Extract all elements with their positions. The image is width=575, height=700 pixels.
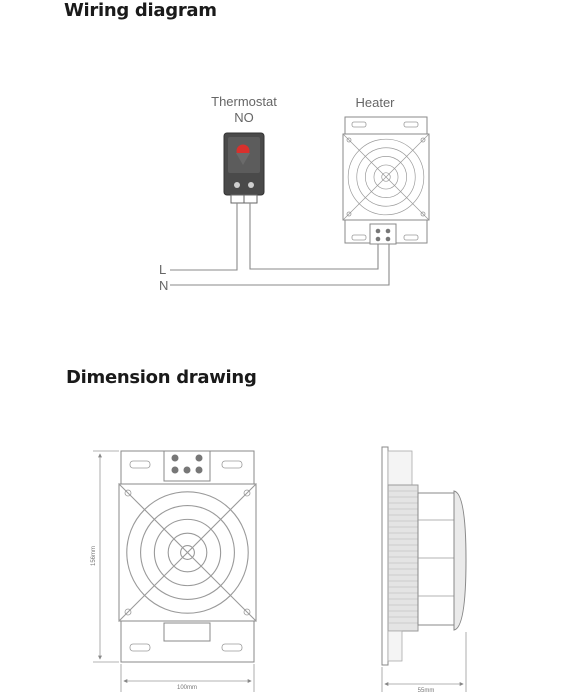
heater-label: Heater xyxy=(355,95,395,110)
wire-thermostat-heater xyxy=(249,203,379,270)
thermostat-label: Thermostat xyxy=(211,94,277,109)
wire-line xyxy=(170,203,238,271)
side-view xyxy=(381,446,467,666)
width-dimension: 100mm xyxy=(120,664,255,692)
thermostat-contact-label: NO xyxy=(234,110,254,125)
wire-neutral xyxy=(170,244,390,286)
height-dimension-label: 156mm xyxy=(91,546,97,566)
heater-symbol xyxy=(342,116,430,245)
line-label: L xyxy=(159,262,166,277)
height-dimension: 156mm xyxy=(91,450,119,663)
wiring-diagram: Thermostat NO Heater xyxy=(159,94,430,293)
front-view xyxy=(117,450,258,663)
depth-dimension: 55mm xyxy=(381,632,467,694)
width-dimension-label: 100mm xyxy=(177,685,197,691)
thermostat-symbol xyxy=(223,132,265,204)
dimension-drawing-heading: Dimension drawing xyxy=(66,367,257,388)
wiring-diagram-heading: Wiring diagram xyxy=(64,0,217,21)
depth-dimension-label: 55mm xyxy=(418,688,435,694)
neutral-label: N xyxy=(159,278,168,293)
